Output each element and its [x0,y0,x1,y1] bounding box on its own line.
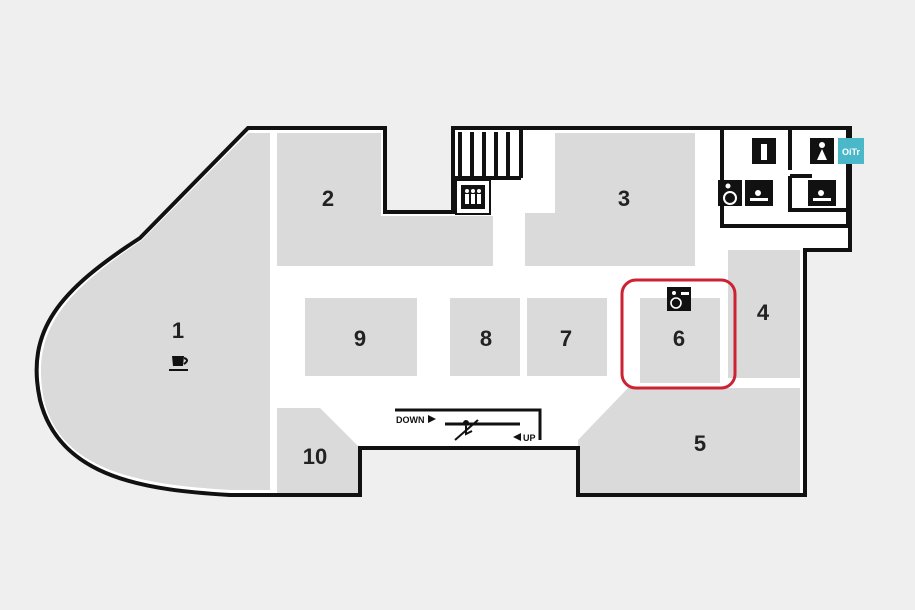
unit-6-label: 6 [673,326,685,351]
escalator-up-label: UP [523,433,536,443]
baby-changing-icon [745,180,773,206]
stairs-block [455,130,521,178]
unit-10[interactable] [277,408,360,495]
unit-4-label: 4 [757,300,770,325]
unit-4[interactable] [728,250,800,378]
unit-2[interactable] [277,133,381,266]
unit-5[interactable] [578,388,800,495]
unit-6-highlight [620,278,737,390]
accessible-baby-icon [667,287,691,311]
unit-1[interactable] [40,133,270,490]
wheelchair-icon [718,180,742,206]
unit-3-extension [525,213,695,266]
elevator-icon [455,179,491,215]
unit-2-extension [381,216,493,266]
unit-7-label: 7 [560,326,572,351]
womens-restroom-icon [810,138,834,164]
mens-restroom-icon [752,138,776,164]
unit-8[interactable] [450,298,520,376]
unit-9-label: 9 [354,326,366,351]
unit-5-label: 5 [694,431,706,456]
outer-wall [34,126,852,497]
baby-changing-icon-2 [808,180,836,206]
unit-3[interactable] [555,133,695,213]
unit-1-label: 1 [172,318,184,343]
escalator-down-label: DOWN [396,415,425,425]
escalator: DOWN UP [395,408,542,443]
unit-10-label: 10 [303,444,327,469]
stairs-icon [455,132,521,180]
svg-text:OiTr: OiTr [842,147,861,157]
unit-6[interactable] [640,298,720,383]
unit-8-label: 8 [480,326,492,351]
unit-9[interactable] [305,298,417,376]
cafe-cup-icon [169,356,188,371]
escalator-icon [454,419,479,441]
restroom-badge: OiTr [838,138,864,164]
unit-2-label: 2 [322,186,334,211]
restroom-walls [720,128,850,228]
unit-7[interactable] [527,298,607,376]
unit-3-label: 3 [618,186,630,211]
